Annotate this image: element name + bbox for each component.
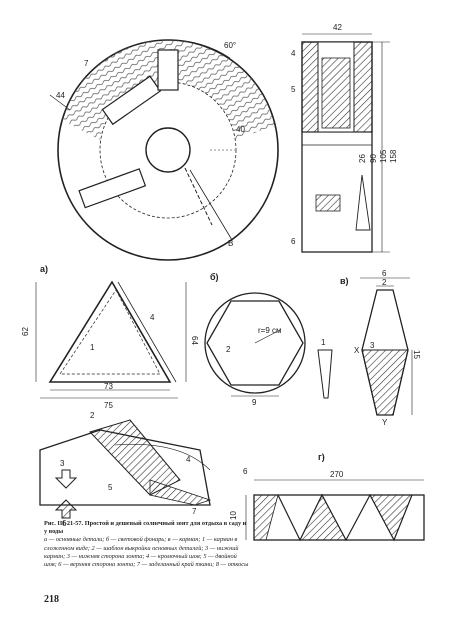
round-base-plan [49,39,279,261]
dim-radius: r=9 см [258,326,282,335]
fig-b-label: б) [210,272,219,282]
dim-158: 158 [389,149,398,163]
fold-label-5: 5 [108,483,113,492]
label-5: 5 [291,85,296,94]
dim-15: 15 [412,350,421,359]
pocket-shape [360,277,413,416]
mark-y: Y [382,418,388,427]
figure-caption: Рис. III-21-57. Простой и дешевый солнеч… [44,520,249,569]
page-number: 218 [44,594,59,605]
fold-label-2: 2 [90,411,95,420]
strip-label-6: 6 [243,467,248,476]
mark-b: В [228,239,233,248]
strip-label-1: 1 [321,338,326,347]
mark-x: X [354,346,360,355]
dim-90: 90 [369,154,378,163]
triangle-label-4: 4 [150,313,155,322]
dim-62: 62 [21,327,30,336]
label-4: 4 [291,49,296,58]
section-view [301,33,390,253]
dim-6: 6 [382,269,387,278]
dim-9: 9 [252,398,257,407]
dim-10: 10 [229,511,238,520]
label-7: 7 [84,59,89,68]
dim-73: 73 [104,382,113,391]
hexagon-label-2: 2 [226,345,231,354]
dim-2: 2 [382,278,387,287]
fold-label-7: 7 [192,507,197,516]
dim-44: 44 [56,91,65,100]
triangle-panel [35,280,187,399]
triangle-label-1: 1 [90,343,95,352]
angle-label: 60° [224,41,236,50]
label-6: 6 [291,237,296,246]
fold-label-3: 3 [60,459,65,468]
fig-v-label: в) [340,276,349,286]
strip-piece [317,349,333,399]
pocket-label-3: 3 [370,341,375,350]
fig-a-label: а) [40,264,48,274]
dim-42: 42 [333,23,342,32]
dim-270: 270 [330,470,344,479]
dim-105: 105 [379,149,388,163]
caption-legend: а — основные детали; б — световой фонарь… [44,536,249,569]
fold-label-4: 4 [186,455,191,464]
hexagon-window [204,292,306,397]
fig-g-label: г) [318,452,325,462]
zigzag-strip [245,479,425,542]
dim-64: 64 [190,336,199,345]
folded-umbrella-view [39,419,212,519]
caption-title: Рис. III-21-57. Простой и дешевый солнеч… [44,520,247,536]
dim-75: 75 [104,401,113,410]
fold-label-6: 6 [62,519,67,528]
dim-26: 26 [358,154,367,163]
dim-40: 40 [236,125,245,134]
